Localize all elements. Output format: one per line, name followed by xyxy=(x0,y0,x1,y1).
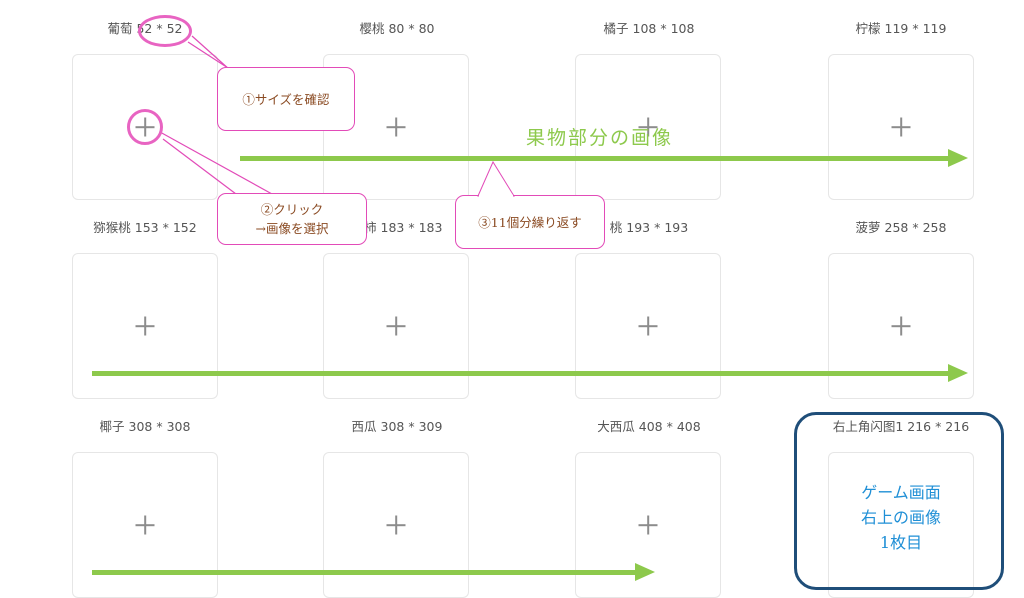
callout-step1-text: ①サイズを確認 xyxy=(242,91,330,107)
slot-label-watermelon: 西瓜 308 * 309 xyxy=(351,419,443,434)
progress-arrow-row1 xyxy=(240,149,968,167)
callout-step2-line2: →画像を選択 xyxy=(255,221,329,236)
slot-label-big-watermelon: 大西瓜 408 * 408 xyxy=(597,419,701,434)
progress-arrow-row3 xyxy=(92,563,655,581)
game-screen-note-box xyxy=(794,412,1004,590)
slot-label-lemon: 柠檬 119 * 119 xyxy=(855,21,947,36)
callout-step3-text: ③11個分繰り返す xyxy=(478,214,582,230)
slot-label-persimmon: 红柿 183 * 183 xyxy=(351,220,443,235)
upload-card-orange[interactable] xyxy=(575,54,721,200)
slot-label-pineapple: 菠萝 258 * 258 xyxy=(855,220,947,235)
slot-label-cherry: 樱桃 80 * 80 xyxy=(359,21,435,36)
highlight-size-circle xyxy=(138,15,192,47)
callout-step1: ①サイズを確認 xyxy=(217,67,355,131)
upload-card-top-right-image[interactable] xyxy=(828,452,974,598)
callout-step2-line1: ②クリック xyxy=(260,202,324,217)
game-screen-note-text: ゲーム画面 右上の画像 1枚目 xyxy=(828,480,974,555)
highlight-plus-circle xyxy=(127,109,163,145)
callout-step2: ②クリック →画像を選択 xyxy=(217,193,367,245)
upload-card-lemon[interactable] xyxy=(828,54,974,200)
slot-label-peach: 桃 193 * 193 xyxy=(609,220,689,235)
progress-arrow-row2 xyxy=(92,364,968,382)
slot-label-kiwi: 猕猴桃 153 * 152 xyxy=(93,220,197,235)
note-line1: ゲーム画面 xyxy=(861,483,941,502)
fruit-images-label: 果物部分の画像 xyxy=(526,127,674,149)
note-line2: 右上の画像 xyxy=(860,508,941,527)
slot-label-top-right-image: 右上角闪图1 216 * 216 xyxy=(832,419,970,434)
slot-label-coconut: 椰子 308 * 308 xyxy=(99,419,191,434)
slot-label-orange: 橘子 108 * 108 xyxy=(603,21,695,36)
note-line3: 1枚目 xyxy=(879,533,923,552)
callout-step3: ③11個分繰り返す xyxy=(455,195,605,249)
